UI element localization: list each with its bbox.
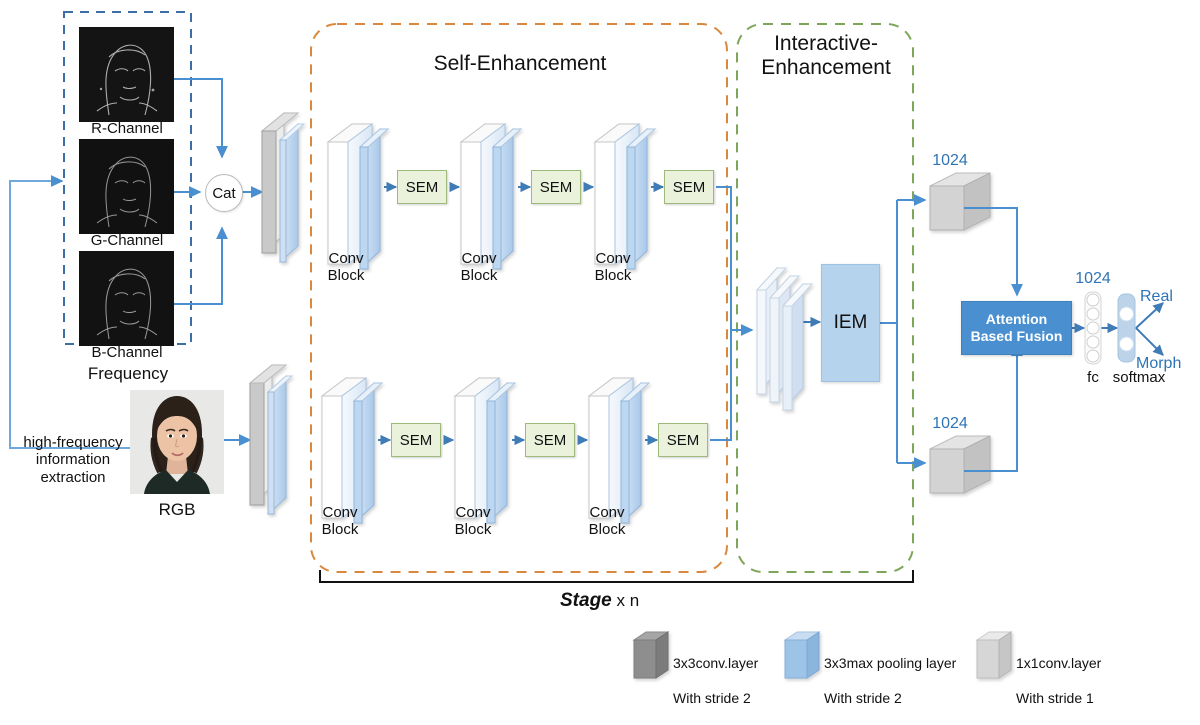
conv-block-bottom-1-label: Conv Block: [321, 504, 359, 539]
conv-block-bottom-3-label: Conv Block: [588, 504, 626, 539]
output-real-label: Real: [1140, 288, 1173, 305]
feature-cube-top: [929, 172, 991, 231]
rgb-face-image: [130, 390, 224, 494]
legend-item-1-line1: 3x3max pooling layer: [824, 654, 957, 671]
sem-bottom-2[interactable]: SEM: [525, 423, 575, 457]
iem-input-stack: [755, 266, 814, 412]
output-arrows: [1135, 302, 1164, 356]
r-channel-image: [79, 27, 174, 122]
fusion-label-line1: Attention: [985, 311, 1048, 328]
diagram-vector-layer: [9, 11, 1164, 679]
stage-label-prefix: Stage: [560, 590, 612, 611]
interactive-enhancement-title: Interactive- Enhancement: [761, 32, 891, 80]
feature-cube-top-label: 1024: [932, 152, 968, 169]
conv-block-bottom-2-label: Conv Block: [454, 504, 492, 539]
stage-bracket: [319, 570, 914, 583]
legend-item-0-line2: With stride 2: [673, 689, 751, 706]
concat-label: Cat: [212, 184, 236, 202]
conv-block-top-1-label: Conv Block: [327, 250, 365, 285]
output-morph-label: Morph: [1136, 355, 1182, 372]
conv-block-bottom-3: [587, 377, 651, 525]
legend-item-2-text: 1x1conv.layer With stride 1: [1016, 637, 1101, 725]
b-channel-to-cat-arrow: [174, 226, 228, 305]
iem-output-bus: [880, 194, 927, 469]
legend-item-0-line1: 3x3conv.layer: [673, 654, 759, 671]
conv-block-top-2: [459, 123, 523, 271]
conv-block-top-2-label: Conv Block: [460, 250, 498, 285]
iem-module[interactable]: IEM: [821, 264, 880, 382]
cube-to-fusion-paths: [964, 207, 1023, 472]
legend-item-2-line1: 1x1conv.layer: [1016, 654, 1102, 671]
frequency-group-dashed-box: [63, 11, 192, 345]
b-channel-image: [79, 251, 174, 346]
bottom-sem-output-bus: [710, 330, 732, 441]
stage-label: Stage x n: [560, 590, 639, 612]
sem-top-2[interactable]: SEM: [531, 170, 581, 204]
softmax-label: softmax: [1112, 369, 1166, 386]
self-enhancement-dashed-box: [310, 23, 728, 573]
sem-bottom-3[interactable]: SEM: [658, 423, 708, 457]
legend-item-1-text: 3x3max pooling layer With stride 2: [824, 637, 956, 725]
rgb-label: RGB: [158, 500, 196, 519]
conv-block-top-3-label: Conv Block: [594, 250, 632, 285]
top-sem-output-bus: [716, 186, 732, 330]
high-frequency-extraction-path: [9, 180, 152, 449]
top-stem-block: [260, 111, 306, 264]
self-enhancement-title: Self-Enhancement: [433, 52, 607, 75]
g-channel-image: [79, 139, 174, 234]
fc-layer: [1084, 291, 1102, 365]
legend-item-0-text: 3x3conv.layer With stride 2: [673, 637, 758, 725]
legend-swatch-1: [783, 631, 821, 679]
r-channel-to-cat-arrow: [174, 78, 228, 159]
attention-based-fusion-block[interactable]: Attention Based Fusion: [961, 301, 1072, 355]
interactive-enhancement-dashed-box: [736, 23, 914, 573]
conv-block-top-3: [593, 123, 657, 271]
sem-top-3[interactable]: SEM: [664, 170, 714, 204]
feature-cube-bottom: [929, 435, 991, 494]
legend-swatch-2: [975, 631, 1013, 679]
legend-item-1-line2: With stride 2: [824, 689, 902, 706]
feature-cube-bottom-label: 1024: [932, 415, 968, 432]
conv-block-top-1: [326, 123, 390, 271]
softmax-layer: [1117, 293, 1136, 363]
fusion-label-line2: Based Fusion: [970, 328, 1063, 344]
fc-size-label: 1024: [1075, 270, 1111, 287]
sem-bottom-1[interactable]: SEM: [391, 423, 441, 457]
diagram-canvas: Cat SEM SEM SEM SEM SEM SEM IEM Attentio…: [9, 11, 1182, 706]
sem-top-1[interactable]: SEM: [397, 170, 447, 204]
bottom-stem-block: [248, 363, 294, 516]
b-channel-label: B-Channel: [91, 344, 163, 361]
legend-swatch-0: [632, 631, 670, 679]
stage-label-suffix: x n: [611, 591, 640, 610]
fc-label: fc: [1087, 369, 1099, 386]
frequency-group-label: Frequency: [87, 364, 169, 383]
legend-item-2-line2: With stride 1: [1016, 689, 1094, 706]
g-channel-label: G-Channel: [90, 232, 164, 249]
concat-node[interactable]: Cat: [205, 174, 243, 212]
conv-block-bottom-2: [453, 377, 517, 525]
high-frequency-extraction-label: high-frequency information extraction: [23, 434, 123, 486]
conv-block-bottom-1: [320, 377, 384, 525]
r-channel-label: R-Channel: [91, 120, 163, 137]
